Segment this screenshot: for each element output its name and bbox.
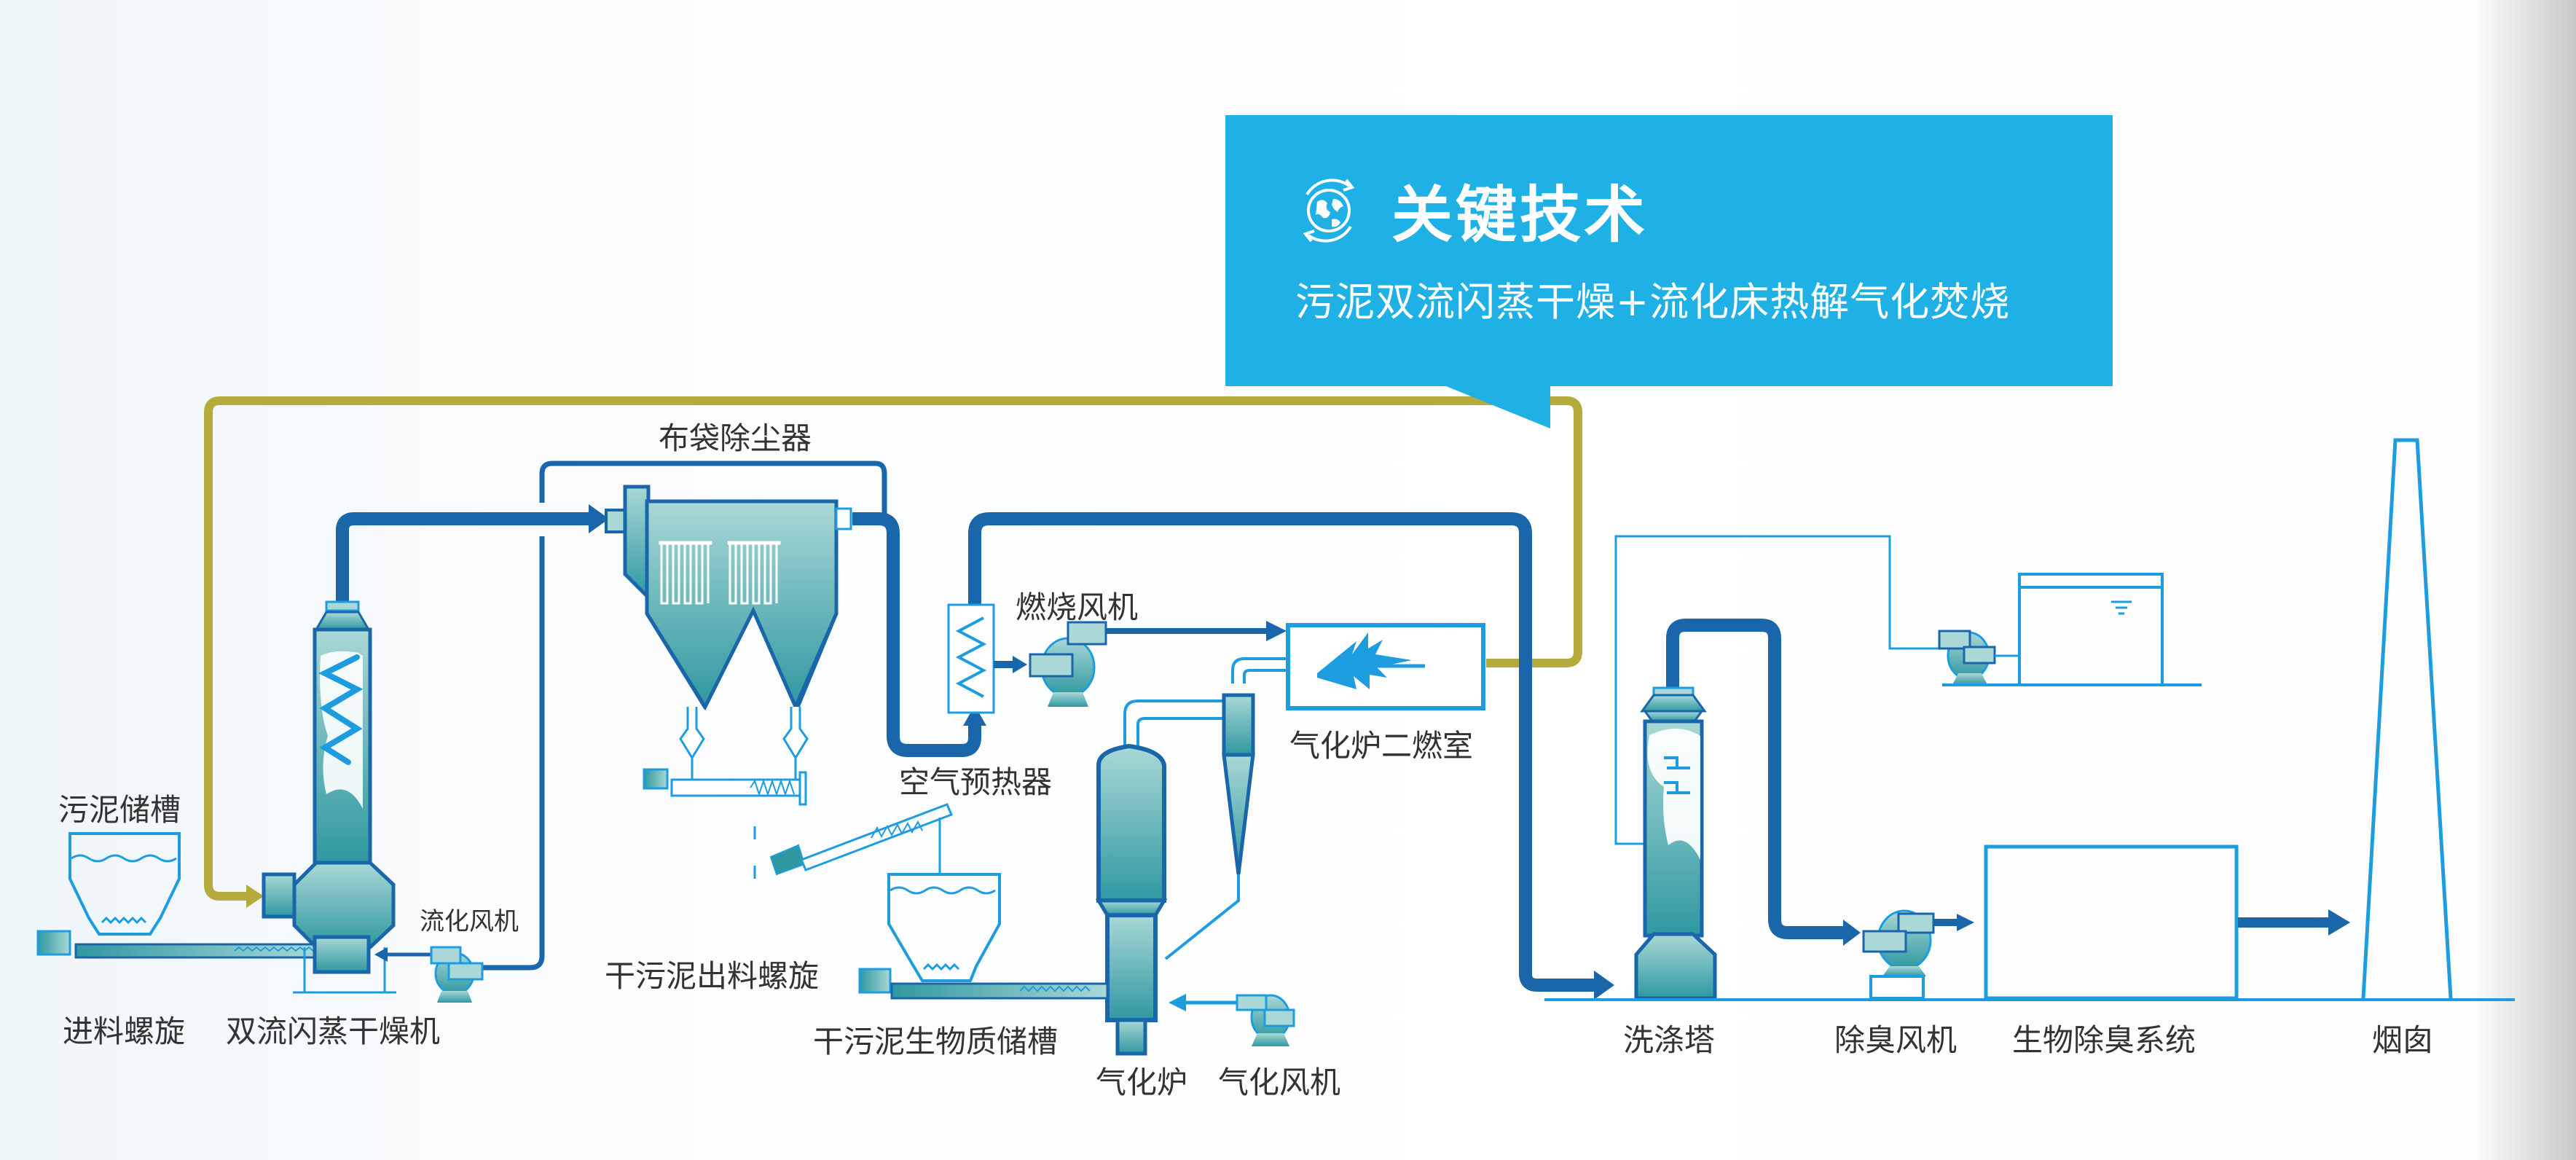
label-combustion-fan: 燃烧风机	[1016, 589, 1138, 625]
bag-filter	[605, 485, 852, 787]
preheater-to-scrubber-pipe	[968, 512, 1595, 992]
combustion-fan	[1029, 621, 1107, 707]
label-gasifier: 气化炉	[1096, 1065, 1187, 1100]
preheater-to-fan-arrowhead	[1013, 656, 1027, 673]
callout-header: 关键技术	[1291, 166, 1648, 254]
air-preheater	[947, 603, 995, 714]
cyclone-to-chamber-pipe	[1231, 657, 1287, 683]
gasifier-fan	[1236, 994, 1295, 1046]
dry-sludge-biomass-tank	[887, 873, 1001, 982]
label-air-preheater: 空气预热器	[899, 764, 1052, 800]
globe-recycle-icon	[1303, 178, 1355, 243]
deodorization-fan	[1862, 909, 1935, 1000]
return-pipe-arrowhead	[246, 885, 264, 908]
label-chimney: 烟囱	[2372, 1022, 2433, 1058]
label-feed-screw: 进料螺旋	[63, 1014, 185, 1049]
label-gasifier-fan: 气化风机	[1218, 1065, 1340, 1100]
label-dryer: 双流闪蒸干燥机	[226, 1014, 440, 1049]
feed-screw-conveyor	[36, 930, 319, 959]
fluid-fan-return-pipe	[466, 536, 545, 971]
gasifier-air-arrowhead	[1169, 994, 1186, 1011]
bio-deodorization-system	[1984, 844, 2239, 1000]
scrubber-inlet-arrowhead	[1594, 971, 1614, 1000]
gasifier-to-cyclone-pipe	[1123, 699, 1224, 746]
label-bio-deodor: 生物除臭系统	[2012, 1022, 2196, 1058]
deodor-fan-outlet-arrowhead	[1957, 914, 1974, 931]
label-dry-sludge-screw: 干污泥出料螺旋	[605, 958, 819, 994]
label-bag-filter: 布袋除尘器	[659, 420, 812, 456]
inclined-screw-conveyor	[753, 803, 953, 879]
water-pump	[1938, 630, 1996, 685]
bag-filter-outlet-pipe	[852, 512, 981, 757]
fluidization-fan	[430, 946, 484, 1003]
sludge-storage-tank	[68, 832, 181, 936]
dust-screw-conveyor	[643, 768, 807, 806]
scrubber-tower	[1634, 686, 1717, 1000]
hot-gas-return-pipe	[204, 396, 1582, 901]
bag-filter-bypass-pipe	[539, 461, 887, 519]
callout-tail	[1442, 385, 1550, 428]
water-tank	[1942, 573, 2202, 686]
combustion-air-arrowhead	[1266, 621, 1287, 641]
label-scrubber: 洗涤塔	[1623, 1022, 1715, 1058]
label-secondary-chamber: 气化炉二燃室	[1289, 728, 1473, 764]
label-fluid-fan: 流化风机	[420, 907, 519, 936]
scrubber-water-circuit	[1614, 535, 1942, 845]
chimney-inlet-arrowhead	[2328, 909, 2350, 936]
label-deodor-fan: 除臭风机	[1834, 1022, 1957, 1058]
callout-title: 关键技术	[1391, 179, 1649, 251]
label-biomass-tank: 干污泥生物质储槽	[813, 1024, 1058, 1059]
dry-sludge-feed-screw	[858, 968, 1109, 1000]
dryer-outlet-pipe	[336, 512, 590, 612]
preheater-inlet-arrowhead	[963, 705, 986, 726]
deodor-fan-inlet-arrowhead	[1843, 920, 1861, 946]
gasifier	[1095, 743, 1168, 1056]
scrubber-outlet-pipe	[1666, 619, 1845, 939]
fluid-fan-arrowhead	[374, 947, 388, 962]
key-technology-callout: 关键技术 污泥双流闪蒸干燥+流化床热解气化焚烧	[1225, 115, 2113, 386]
callout-subtitle: 污泥双流闪蒸干燥+流化床热解气化焚烧	[1295, 279, 2011, 325]
dryer-outlet-arrowhead	[589, 504, 609, 533]
label-sludge-tank: 污泥储槽	[58, 792, 181, 828]
cyclone-separator	[1164, 693, 1255, 960]
secondary-combustion-chamber	[1286, 623, 1485, 710]
flash-dryer	[262, 600, 396, 994]
chimney	[2361, 438, 2453, 999]
